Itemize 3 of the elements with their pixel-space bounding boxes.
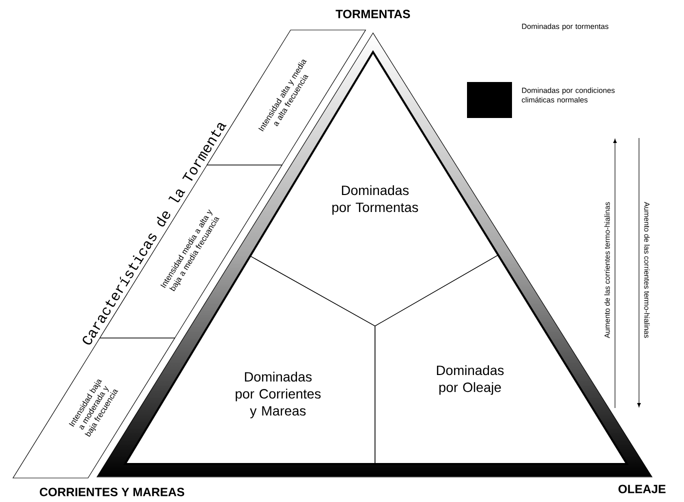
vertex-label: OLEAJE	[618, 484, 666, 494]
vertex-label: CORRIENTES Y MAREAS	[40, 488, 184, 496]
vertex-label: TORMENTAS	[336, 10, 410, 18]
